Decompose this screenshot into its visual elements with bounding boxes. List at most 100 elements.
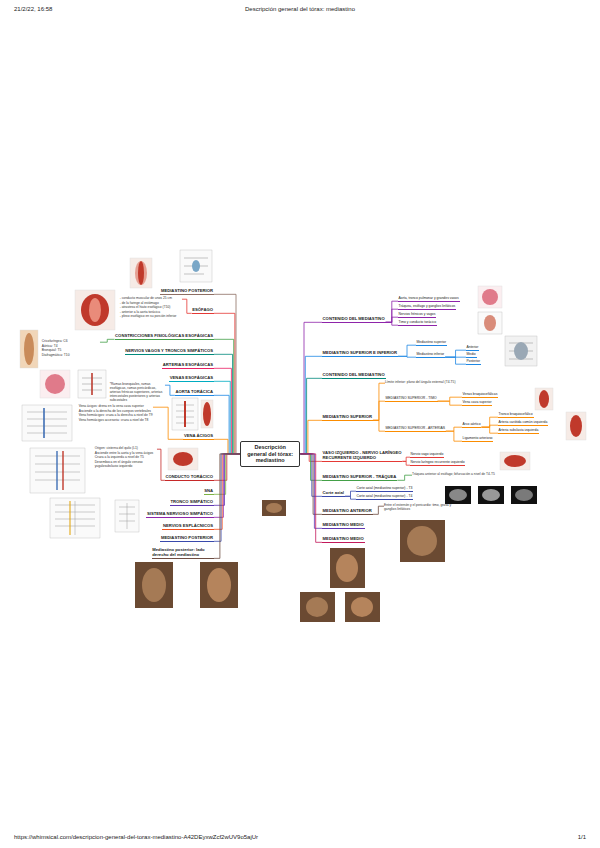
branch-connector — [398, 345, 416, 356]
thumbnail-frame — [40, 370, 70, 398]
thumbnail-frame — [200, 562, 238, 608]
thumbnail-frame — [168, 448, 198, 470]
anatomy-thumbnail — [75, 290, 115, 330]
organ-shape — [45, 374, 65, 394]
branch-topic: CONDUCTO TORÁCICO — [165, 474, 214, 481]
diagram-thumbnail — [115, 500, 139, 532]
branch-connector — [300, 420, 322, 454]
topic-label: CONTENIDO DEL MEDIASTINO — [323, 316, 385, 321]
topic-label: Aorta, tronco pulmonar y grandes vasos — [399, 296, 460, 300]
thumbnail-frame — [30, 448, 85, 493]
branch-connector — [153, 407, 183, 439]
branch-connector — [214, 454, 240, 541]
organ-shape — [192, 260, 200, 272]
topic-label: Posterior — [467, 359, 481, 363]
branch-topic: SISTEMA NERVIOSO SIMPÁTICO — [146, 511, 214, 518]
central-topic: Descripción general del tórax: mediastin… — [240, 441, 300, 467]
branch-connector — [157, 449, 165, 480]
subtopic: Posterior — [466, 359, 481, 365]
cadaver-thumbnail — [330, 548, 365, 588]
organ-shape — [138, 261, 144, 285]
thumbnail-frame — [262, 500, 286, 516]
cadaver-thumbnail — [400, 520, 445, 562]
branch-connector — [373, 401, 385, 420]
note-text: Límite inferior: plano del ángulo estern… — [385, 381, 465, 386]
topic-label: Arco aórtico — [463, 422, 481, 426]
figure-lines — [184, 258, 208, 274]
subtopic: Corte axial (mediastino superior) - T4 — [356, 494, 413, 500]
organ-shape — [173, 452, 193, 466]
branch-connector — [345, 491, 356, 496]
subtopic: Mediastino superior — [416, 340, 447, 346]
note-line: Vena hemiácigos accesoria: cruza a nivel… — [79, 419, 153, 423]
branch-connector — [300, 378, 322, 454]
topic-label: Nervio laríngeo recurrente izquierdo — [411, 460, 465, 464]
topic-label: MEDIASTINO ANTERIOR — [323, 508, 373, 513]
topic-label: NERVIOS VAGOS Y TRONCOS SIMPÁTICOS — [125, 348, 213, 353]
branch-connector — [214, 339, 240, 454]
subtopic: Nervio vago izquierdo — [410, 452, 444, 458]
figure-lines — [27, 412, 67, 433]
anatomy-thumbnail — [500, 452, 530, 470]
figure-lines — [55, 501, 95, 535]
subtopic: Arteria subclavia izquierda — [498, 428, 539, 434]
note-line: - de la faringe al estómago — [120, 302, 182, 306]
branch-connector — [373, 506, 384, 514]
topic-label: Corte axial — [323, 490, 345, 495]
branch-connector — [300, 454, 322, 496]
cadaver-thumbnail — [135, 562, 173, 608]
organ-shape — [306, 597, 328, 617]
diagram-thumbnail — [50, 498, 100, 538]
branch-connector — [386, 309, 398, 322]
topic-label: Tráquea, esófago y ganglios linfáticos — [399, 304, 456, 308]
organ-shape — [482, 489, 500, 501]
topic-label: Nervios frénicos y vagos — [399, 312, 436, 316]
topic-label: SNA — [204, 488, 213, 493]
anatomy-thumbnail — [40, 370, 70, 398]
topic-label: VASO IZQUIERDO - NERVIO LARÍNGEO RECURRE… — [323, 450, 402, 460]
branch-connector — [438, 397, 463, 401]
note-line: Origen: cisterna del quilo (L1) — [95, 447, 157, 451]
thumbnail-frame — [330, 548, 365, 588]
thumbnail-frame — [535, 388, 553, 410]
branch-connector — [445, 357, 466, 364]
topic-label: Mediastino superior — [417, 340, 447, 344]
branch-connector — [397, 475, 412, 480]
thumbnail-frame — [20, 330, 38, 368]
note-line: Bronquial: T5 — [42, 349, 100, 353]
figure-lines — [119, 503, 135, 529]
thumbnail-frame — [75, 290, 115, 330]
note-text: Cricofaríngea: C6Aórtica: T4Bronquial: T… — [42, 340, 100, 358]
branch-connector — [214, 439, 240, 454]
connector-group — [100, 294, 498, 558]
branch-connector — [214, 454, 240, 558]
branch-connector — [214, 381, 240, 454]
branch-connector — [445, 350, 466, 357]
note-line: Desemboca en el ángulo venoso yugulosubc… — [95, 461, 157, 469]
branch-connector — [300, 454, 322, 528]
organ-shape — [484, 315, 496, 331]
topic-label: MEDIASTINO POSTERIOR — [161, 288, 214, 293]
note-line: Aórtica: T4 — [42, 345, 100, 349]
subtopic: Timo y conducto torácico — [398, 320, 437, 326]
branch-topic: CONTENIDO DEL MEDIASTINO — [322, 372, 386, 379]
subtopic: Mediastino inferior — [416, 352, 445, 358]
branch-topic: VENA ÁCIGOS — [183, 433, 214, 440]
thumbnail-frame — [500, 452, 530, 470]
note-line: Entre el esternón y el pericardio: timo,… — [384, 504, 456, 512]
subtopic: Nervio laríngeo recurrente izquierdo — [410, 460, 465, 466]
diagram-thumbnail — [78, 370, 106, 398]
topic-label: Anterior — [467, 345, 479, 349]
organ-shape — [570, 415, 582, 437]
topic-label: CONSTRICCIONES FISIOLÓGICAS ESOFÁGICAS — [115, 333, 213, 338]
topic-label: TRONCO SIMPÁTICO — [170, 499, 213, 504]
thumbnail-frame — [445, 486, 471, 504]
topic-label: MEDIASTINO POSTERIOR — [161, 535, 214, 540]
note-line: - conducto muscular de unos 25 cm — [120, 297, 182, 301]
cadaver-thumbnail — [262, 500, 286, 516]
branch-topic: ARTERIAS ESOFÁGICAS — [162, 362, 214, 369]
branch-connector — [165, 385, 175, 395]
topic-label: CONDUCTO TORÁCICO — [165, 474, 213, 479]
